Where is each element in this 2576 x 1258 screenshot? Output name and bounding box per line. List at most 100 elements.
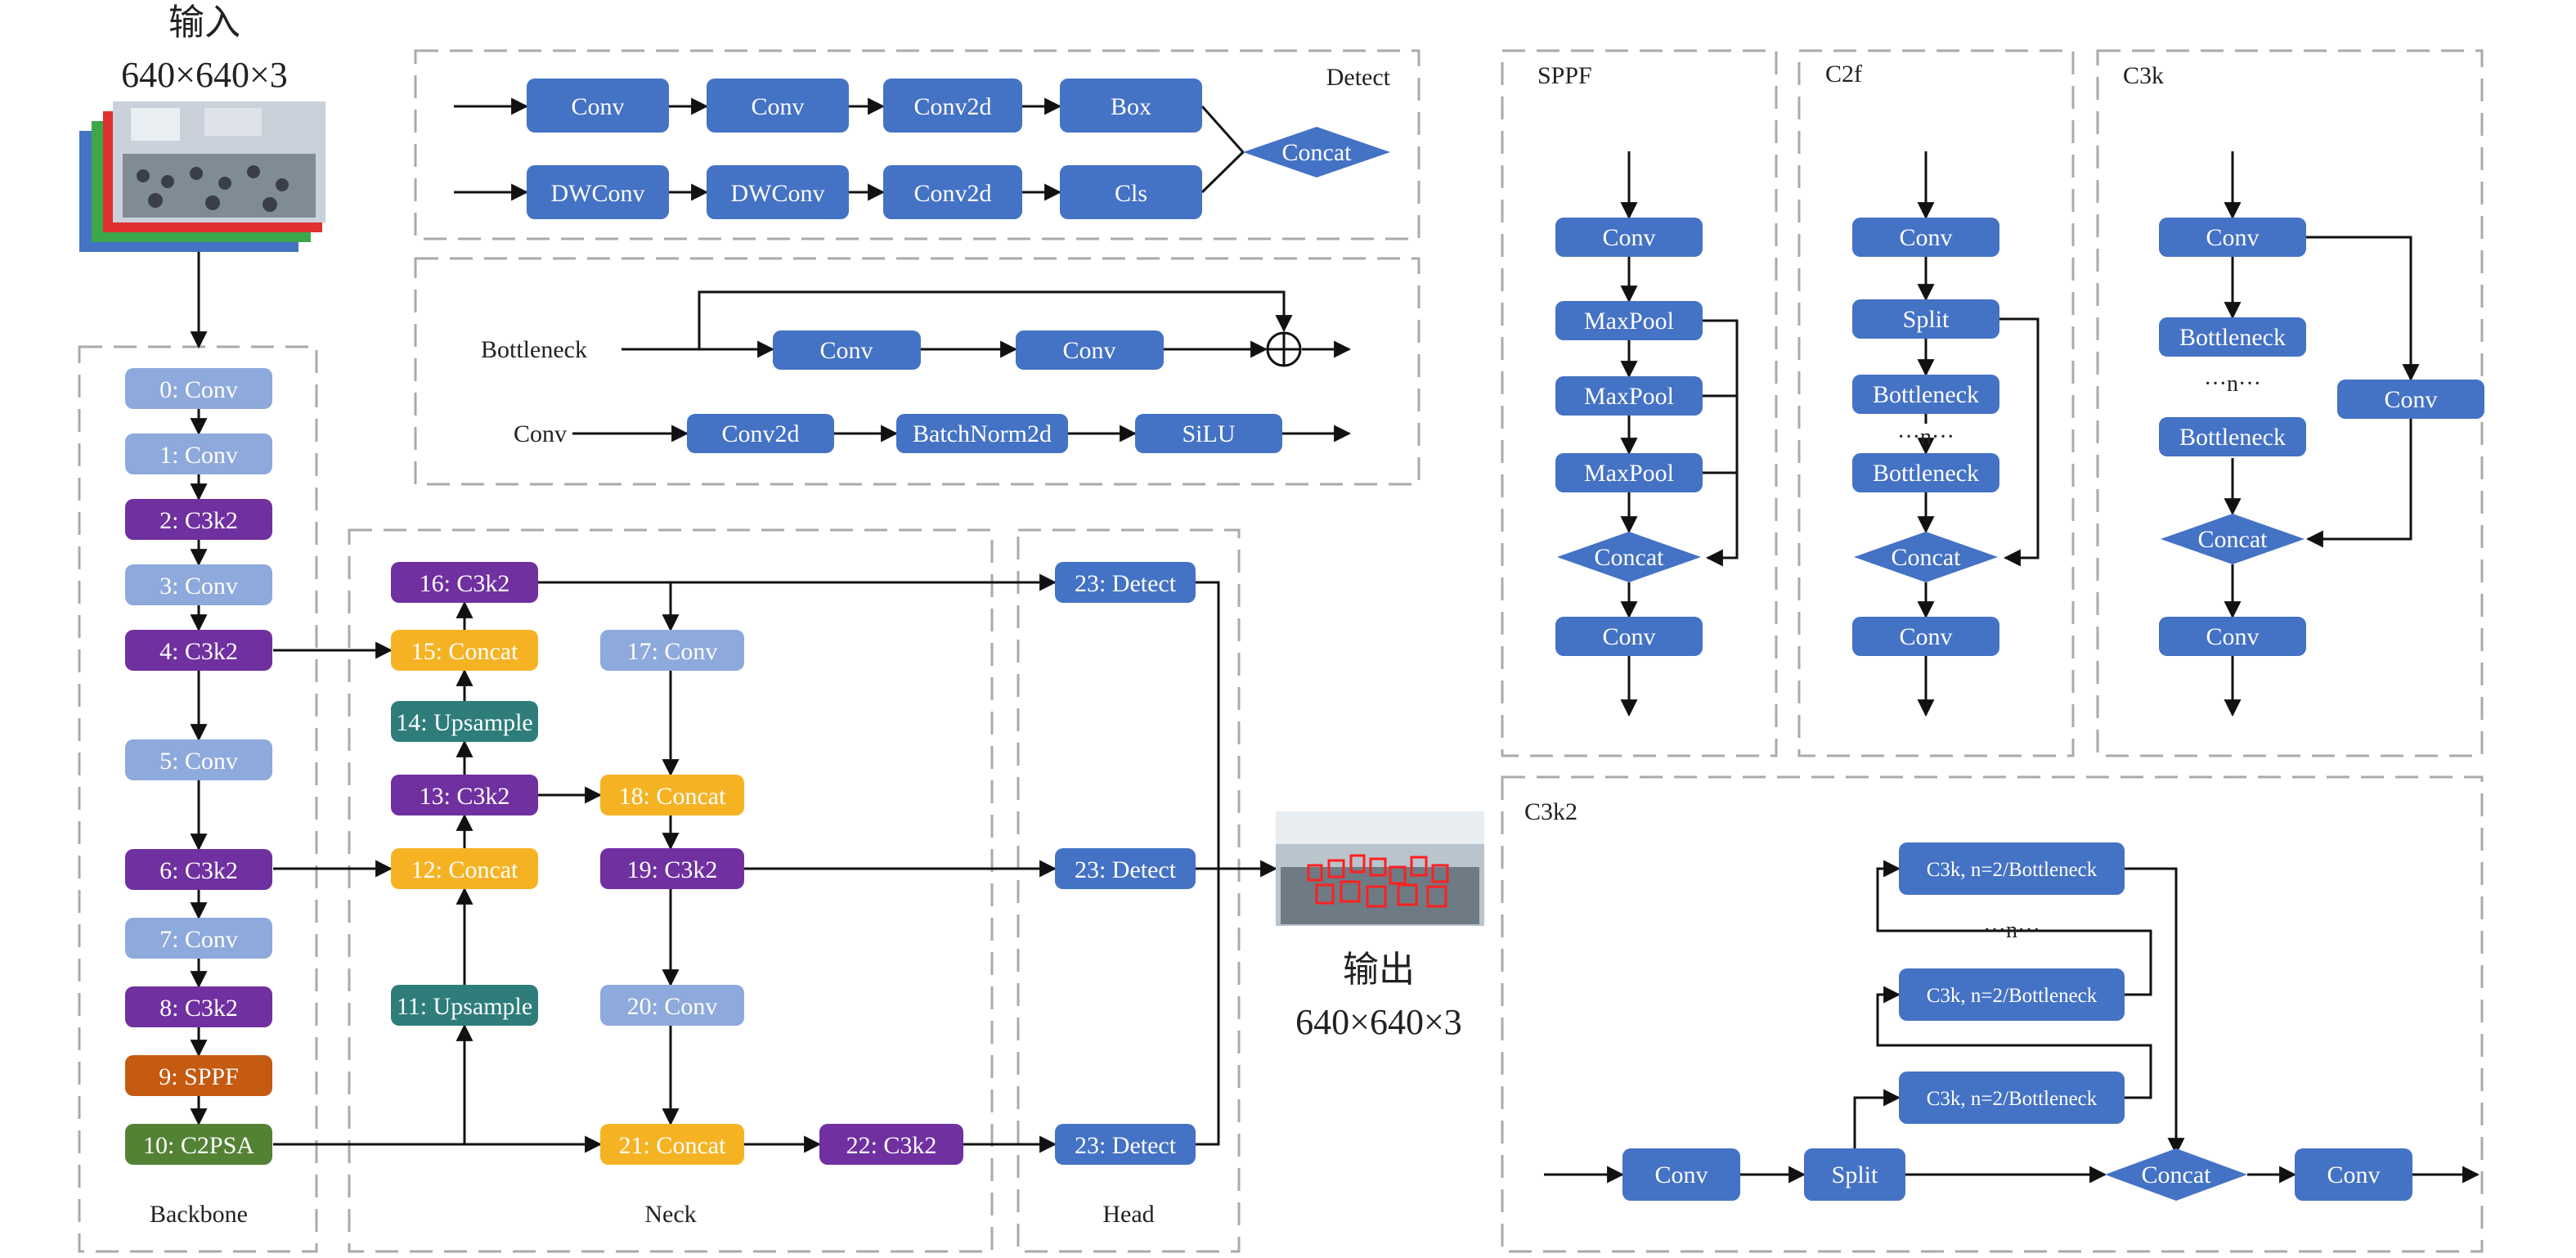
c3k-node: Bottleneck: [2159, 417, 2306, 456]
c3k2-branch: C3k, n=2/Bottleneck: [1899, 968, 2125, 1021]
svg-text:14: Upsample: 14: Upsample: [396, 709, 532, 736]
svg-text:23: Detect: 23: Detect: [1075, 1132, 1177, 1159]
c2f-node: Split: [1852, 299, 1999, 339]
conv-node: SiLU: [1135, 414, 1282, 453]
bottleneck-node: Conv: [1016, 330, 1164, 370]
detect-node: DWConv: [527, 165, 669, 219]
svg-text:Cls: Cls: [1115, 180, 1147, 207]
svg-text:Conv: Conv: [1602, 623, 1655, 650]
neck-node: 11: Upsample: [391, 985, 538, 1026]
output-size: 640×640×3: [1295, 1002, 1462, 1042]
neck-node: 12: Concat: [391, 848, 538, 889]
svg-text:23: Detect: 23: Detect: [1075, 856, 1177, 883]
svg-text:3: Conv: 3: Conv: [159, 573, 238, 600]
input-image: [79, 101, 325, 252]
svg-text:5: Conv: 5: Conv: [159, 748, 238, 775]
neck-node: 18: Concat: [600, 775, 744, 815]
c2f-node: Bottleneck: [1852, 375, 1999, 414]
c3k2-frame: [1501, 775, 2484, 1253]
backbone-label: Backbone: [150, 1201, 248, 1228]
svg-text:DWConv: DWConv: [551, 180, 645, 207]
detect-node: DWConv: [707, 165, 849, 219]
head-frame: [1016, 528, 1241, 1253]
svg-text:DWConv: DWConv: [731, 180, 825, 207]
detect-node: Conv2d: [883, 165, 1022, 219]
c3k2-node: Conv: [2295, 1148, 2412, 1201]
svg-text:22: C3k2: 22: C3k2: [846, 1132, 937, 1159]
svg-text:12: Concat: 12: Concat: [411, 856, 518, 883]
c3k2-label: C3k2: [1524, 798, 1577, 825]
c3k2-branch: C3k, n=2/Bottleneck: [1899, 842, 2125, 895]
svg-text:1: Conv: 1: Conv: [159, 442, 238, 469]
c2f-label: C2f: [1825, 61, 1862, 88]
svg-text:6: C3k2: 6: C3k2: [159, 857, 238, 884]
svg-text:4: C3k2: 4: C3k2: [159, 638, 238, 665]
sppf-node: MaxPool: [1555, 376, 1703, 416]
neck-node: 15: Concat: [391, 630, 538, 671]
svg-text:Bottleneck: Bottleneck: [2179, 424, 2286, 451]
svg-text:18: Concat: 18: Concat: [619, 783, 726, 810]
neck-node: 13: C3k2: [391, 775, 538, 815]
c2f-node: Conv: [1852, 617, 1999, 656]
backbone-node: 8: C3k2: [125, 986, 272, 1027]
backbone-node: 0: Conv: [125, 368, 272, 409]
svg-text:16: C3k2: 16: C3k2: [420, 570, 510, 597]
backbone-node: 7: Conv: [125, 918, 272, 959]
svg-text:SiLU: SiLU: [1182, 420, 1235, 447]
svg-text:C3k, n=2/Bottleneck: C3k, n=2/Bottleneck: [1927, 985, 2098, 1007]
backbone-node: 9: SPPF: [125, 1055, 272, 1096]
backbone-node: 5: Conv: [125, 739, 272, 780]
bottleneck-node: Conv: [773, 330, 921, 370]
detect-node: Conv: [707, 79, 849, 133]
c3k-node: Conv: [2337, 380, 2484, 419]
detect-node: Conv: [527, 79, 669, 133]
svg-text:Conv2d: Conv2d: [913, 93, 991, 120]
svg-text:Conv: Conv: [2384, 386, 2437, 413]
backbone-node: 6: C3k2: [125, 849, 272, 890]
backbone-node: 10: C2PSA: [125, 1124, 272, 1165]
c3k-label: C3k: [2123, 62, 2164, 89]
head-node: 23: Detect: [1055, 1124, 1196, 1165]
svg-text:17: Conv: 17: Conv: [627, 638, 718, 665]
svg-text:Split: Split: [1832, 1161, 1878, 1188]
svg-text:BatchNorm2d: BatchNorm2d: [913, 420, 1052, 447]
svg-text:Concat: Concat: [1595, 544, 1665, 571]
neck-node: 14: Upsample: [391, 701, 538, 742]
neck-label: Neck: [644, 1201, 696, 1228]
svg-text:Conv: Conv: [2327, 1161, 2380, 1188]
svg-text:0: Conv: 0: Conv: [159, 376, 238, 403]
sum-icon: [1266, 331, 1302, 367]
bottleneck-conv-frame: [414, 257, 1420, 486]
c3k-node: Conv: [2159, 218, 2306, 257]
sppf-frame: [1501, 49, 1778, 757]
bottleneck-row-label: Bottleneck: [481, 336, 587, 363]
backbone-node: 1: Conv: [125, 434, 272, 474]
svg-text:13: C3k2: 13: C3k2: [420, 783, 510, 810]
svg-text:23: Detect: 23: Detect: [1075, 570, 1177, 597]
sppf-node: MaxPool: [1555, 301, 1703, 340]
conv-node: BatchNorm2d: [896, 414, 1068, 453]
svg-text:7: Conv: 7: Conv: [159, 926, 238, 953]
svg-text:15: Concat: 15: Concat: [411, 638, 518, 665]
sppf-node: MaxPool: [1555, 453, 1703, 492]
detect-node: Box: [1060, 79, 1202, 133]
svg-text:Concat: Concat: [2198, 526, 2269, 553]
head-node: 23: Detect: [1055, 562, 1196, 603]
detect-frame: [414, 49, 1420, 240]
backbone-node: 3: Conv: [125, 564, 272, 605]
c2f-frame: [1797, 49, 2075, 757]
output-title: 输出: [1343, 950, 1415, 990]
c3k2-branch: C3k, n=2/Bottleneck: [1899, 1072, 2125, 1124]
svg-text:21: Concat: 21: Concat: [619, 1132, 726, 1159]
svg-text:Bottleneck: Bottleneck: [2179, 324, 2286, 351]
sppf-node: Conv: [1555, 218, 1703, 257]
backbone-node: 4: C3k2: [125, 630, 272, 671]
svg-text:Conv: Conv: [1062, 337, 1115, 364]
svg-text:9: SPPF: 9: SPPF: [159, 1063, 239, 1090]
svg-text:Conv2d: Conv2d: [721, 420, 799, 447]
backbone-node: 2: C3k2: [125, 499, 272, 540]
svg-text:19: C3k2: 19: C3k2: [627, 856, 718, 883]
neck-node: 19: C3k2: [600, 848, 744, 889]
conv-row-label: Conv: [514, 420, 567, 447]
svg-text:Conv: Conv: [571, 93, 624, 120]
